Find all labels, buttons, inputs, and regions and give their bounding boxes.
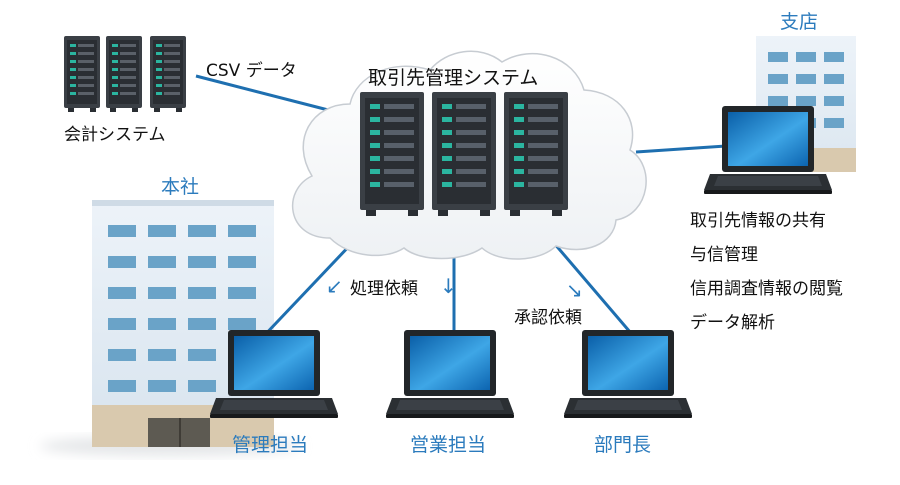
feature-item: 与信管理 [690, 245, 758, 265]
branch-label: 支店 [780, 11, 819, 33]
cloud-servers [360, 92, 568, 216]
sales-laptop [386, 330, 514, 418]
admin-terminal-label: 管理担当 [232, 434, 309, 456]
sales-terminal-label: 営業担当 [410, 434, 487, 456]
feature-item: 取引先情報の共有 [690, 211, 826, 231]
feature-list: 取引先情報の共有 与信管理 信用調査情報の閲覧 データ解析 [690, 207, 843, 343]
approval-request-label: 承認依頼 [514, 308, 582, 328]
arrow-down-left-icon: ↙ [326, 274, 343, 298]
admin-laptop [210, 330, 338, 418]
arrow-down-right-icon: ↘ [566, 278, 583, 302]
csv-data-label: CSV データ [206, 61, 297, 81]
accounting-system-label: 会計システム [64, 125, 166, 145]
accounting-servers [64, 36, 186, 112]
manager-laptop [564, 330, 692, 418]
head-office-label: 本社 [161, 176, 200, 198]
feature-item: 信用調査情報の閲覧 [690, 279, 843, 299]
link-accounting-cloud [195, 74, 337, 114]
feature-item: データ解析 [690, 313, 775, 333]
arrow-down-icon: ↓ [440, 274, 457, 298]
cloud-system-label: 取引先管理システム [368, 67, 539, 89]
manager-terminal-label: 部門長 [594, 434, 652, 456]
link-cloud-branch [635, 144, 727, 154]
branch-laptop [704, 106, 832, 194]
process-request-label: 処理依頼 [350, 279, 418, 299]
